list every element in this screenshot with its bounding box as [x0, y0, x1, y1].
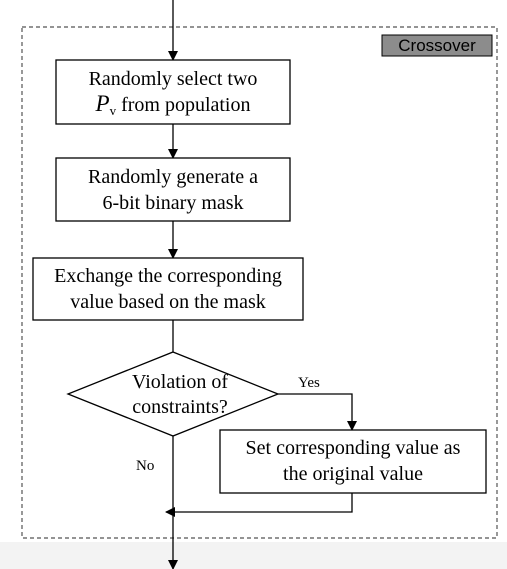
step-exchange-values-box: [32, 257, 304, 321]
yes-label: Yes: [298, 375, 320, 391]
arrow-return-to-main: [165, 493, 353, 517]
arrow-yes-branch: [278, 393, 357, 431]
step-select-two-box: [55, 59, 291, 125]
decision-line1: Violation of: [132, 371, 228, 393]
step-select-two-line2: Pv from population: [95, 91, 251, 118]
crossover-label-box: [381, 34, 493, 57]
step-select-two-line2-rest: from population: [116, 94, 250, 116]
decision-diamond: [66, 351, 280, 437]
step-generate-mask-box: [55, 157, 291, 222]
step-exchange-values-line1: Exchange the corresponding: [54, 265, 282, 287]
pv-subscript: v: [110, 103, 117, 118]
bottom-band: [0, 542, 507, 569]
crossover-stage-label: Crossover: [381, 34, 493, 57]
step-select-two: Randomly select two Pv from population: [55, 59, 291, 125]
step-exchange-values-line2: value based on the mask: [70, 291, 266, 313]
decision-constraint-violation: Violation of constraints?: [66, 351, 280, 437]
decision-line2: constraints?: [132, 396, 228, 418]
step-set-original-value-box: [219, 429, 487, 494]
step-select-two-line1: Randomly select two: [89, 68, 258, 90]
step-exchange-values: Exchange the corresponding value based o…: [32, 257, 304, 321]
step-generate-mask: Randomly generate a 6-bit binary mask: [55, 157, 291, 222]
step-set-original-value-line1: Set corresponding value as: [246, 437, 461, 459]
step-generate-mask-line2: 6-bit binary mask: [102, 192, 243, 214]
step-set-original-value-line2: the original value: [283, 463, 423, 485]
pv-symbol: P: [95, 91, 110, 116]
crossover-label-text: Crossover: [398, 36, 476, 55]
step-generate-mask-line1: Randomly generate a: [88, 166, 258, 188]
no-label: No: [136, 458, 154, 474]
crossover-frame: [21, 26, 498, 539]
step-set-original-value: Set corresponding value as the original …: [219, 429, 487, 494]
